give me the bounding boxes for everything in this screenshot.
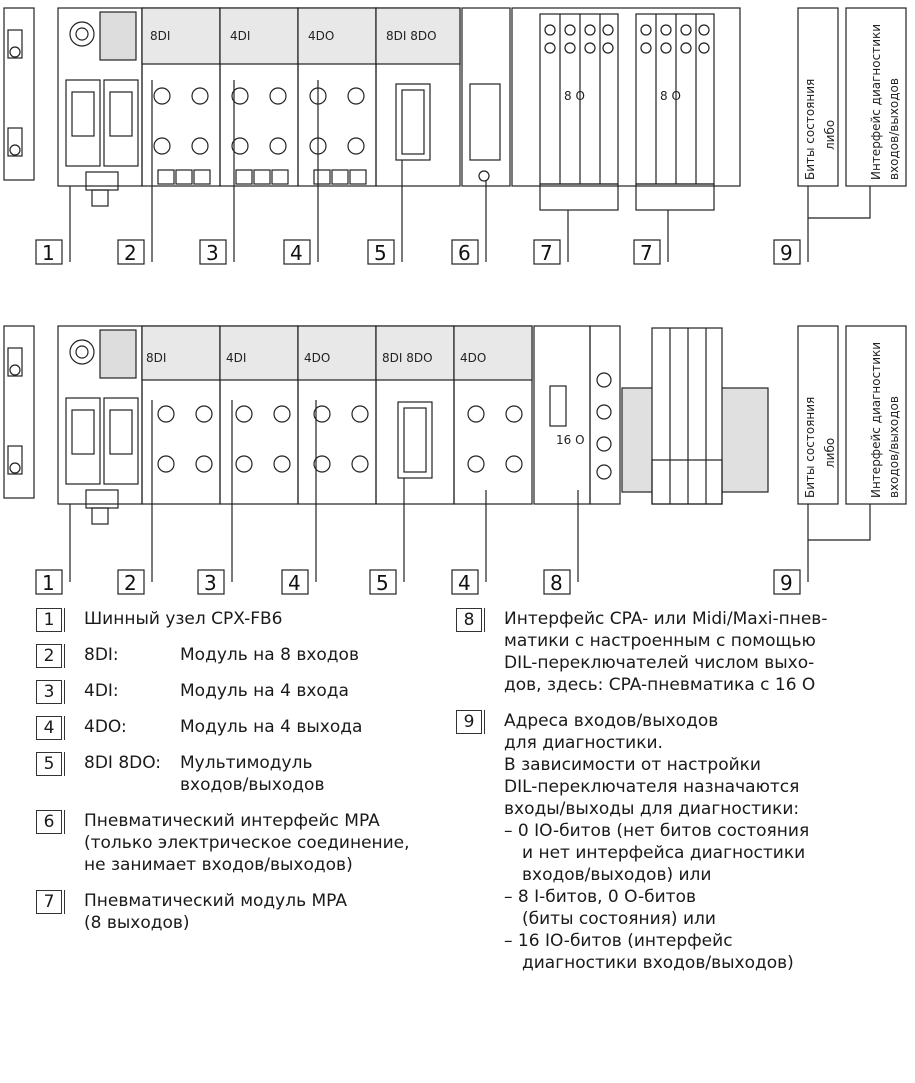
module-diagram: 8DI 4DI 4DO 8DI 8DO 8 O 8 O 8DI 4DI 4DO … (3, 7, 907, 595)
legend-item-7: 7 Пневматический модуль MPA (8 выходов) (36, 890, 446, 934)
legend-text-2: Модуль на 8 входов (180, 645, 359, 665)
top-callout-6: 6 (458, 241, 471, 265)
top-callout-7b: 7 (640, 241, 653, 265)
legend-item-3: 3 4DI: Модуль на 4 входа (36, 680, 446, 704)
cpa-label: 16 O (556, 433, 585, 447)
legend-item-2: 2 8DI: Модуль на 8 входов (36, 644, 446, 668)
legend-num-5: 5 (36, 752, 65, 776)
bottom-callout-4a: 4 (288, 571, 301, 595)
top-callout-2: 2 (124, 241, 137, 265)
legend-item-1: 1 Шинный узел CPX-FB6 (36, 608, 446, 632)
legend-item-8: 8 Интерфейс CPA- или Midi/Maxi-пнев- мат… (456, 608, 906, 696)
bullet-2a: – 8 I-битов, 0 O-битов (504, 887, 696, 907)
legend-item-5: 5 8DI 8DO: Мультимодуль входов/выходов (36, 752, 446, 796)
legend-text-5b: входов/выходов (180, 775, 325, 795)
legend-num-2: 2 (36, 644, 65, 668)
legend-num-4: 4 (36, 716, 65, 740)
top-label-1: 8DI (150, 29, 170, 43)
bottom-callout-1: 1 (42, 571, 55, 595)
top-callout-3: 3 (206, 241, 219, 265)
legend-text-9e: входы/выходы для диагностики: (504, 799, 800, 819)
legend-num-7: 7 (36, 890, 65, 914)
bottom-label-3: 4DO (304, 351, 330, 365)
legend-text-4: Модуль на 4 выхода (180, 717, 363, 737)
legend-text-8a: Интерфейс CPA- или Midi/Maxi-пнев- (504, 609, 828, 629)
bottom-callout-3: 3 (204, 571, 217, 595)
legend-code-5: 8DI 8DO: (84, 753, 162, 773)
bottom-diag-1: Интерфейс диагностики (869, 342, 883, 498)
top-callout-1: 1 (42, 241, 55, 265)
top-callout-4: 4 (290, 241, 303, 265)
legend-text-8b: матики с настроенным с помощью (504, 631, 816, 651)
top-label-3: 4DO (308, 29, 334, 43)
bottom-label-5: 4DO (460, 351, 486, 365)
top-valve-label-b: 8 O (660, 89, 681, 103)
legend-text-6b: (только электрическое соединение, (84, 833, 410, 853)
legend-num-1: 1 (36, 608, 65, 632)
bullet-1a: – 0 IO-битов (нет битов состояния (504, 821, 810, 841)
bullet-2b: (биты состояния) или (522, 909, 716, 929)
bullet-3a: – 16 IO-битов (интерфейс (504, 931, 733, 951)
top-callout-9: 9 (780, 241, 793, 265)
bottom-label-1: 8DI (146, 351, 166, 365)
bottom-assembly (3, 325, 907, 582)
legend-code-3: 4DI: (84, 681, 119, 701)
legend-text-8d: дов, здесь: CPA-пневматика с 16 O (504, 675, 816, 695)
legend-num-6: 6 (36, 810, 65, 834)
top-label-4: 8DI 8DO (386, 29, 437, 43)
legend-text-9c: В зависимости от настройки (504, 755, 761, 775)
top-diag-2: входов/выходов (887, 78, 901, 180)
legend-item-9: 9 Адреса входов/выходов для диагностики.… (456, 710, 906, 974)
legend-left: 1 Шинный узел CPX-FB6 2 8DI: Модуль на 8… (36, 608, 446, 948)
bullet-3: – 16 IO-битов (интерфейс диагностики вхо… (504, 930, 906, 974)
top-callout-5: 5 (374, 241, 387, 265)
bullet-2: – 8 I-битов, 0 O-битов (биты состояния) … (504, 886, 906, 930)
top-callout-7a: 7 (540, 241, 553, 265)
legend-text-9b: для диагностики. (504, 733, 663, 753)
legend-num-3: 3 (36, 680, 65, 704)
bottom-callout-5: 5 (376, 571, 389, 595)
bullet-1: – 0 IO-битов (нет битов состояния и нет … (504, 820, 906, 886)
legend-num-9: 9 (456, 710, 485, 734)
legend-text-8c: DIL-переключателей числом выхо- (504, 653, 815, 673)
bottom-callout-8: 8 (550, 571, 563, 595)
legend-text-1: Шинный узел CPX-FB6 (84, 609, 283, 629)
legend-text-9d: DIL-переключателя назначаются (504, 777, 800, 797)
legend-text-7b: (8 выходов) (84, 913, 190, 933)
top-status-bits: Биты состояния (803, 79, 817, 180)
top-module-4di (219, 7, 299, 187)
bottom-callout-9: 9 (780, 571, 793, 595)
top-label-2: 4DI (230, 29, 250, 43)
top-module-8di8do (375, 7, 461, 187)
legend-text-3: Модуль на 4 входа (180, 681, 349, 701)
bottom-diag-2: входов/выходов (887, 396, 901, 498)
legend-text-9a: Адреса входов/выходов (504, 711, 719, 731)
top-module-4do (297, 7, 377, 187)
bullet-1c: входов/выходов) или (522, 865, 712, 885)
bullet-1b: и нет интерфейса диагностики (522, 843, 806, 863)
legend-text-7a: Пневматический модуль MPA (84, 891, 347, 911)
top-either: либо (823, 120, 837, 150)
legend-code-2: 8DI: (84, 645, 119, 665)
legend-text-5a: Мультимодуль (180, 753, 313, 773)
bottom-callout-2: 2 (124, 571, 137, 595)
bullet-3b: диагностики входов/выходов) (522, 953, 794, 973)
bottom-either: либо (823, 438, 837, 468)
bottom-callout-4b: 4 (458, 571, 471, 595)
legend-num-8: 8 (456, 608, 485, 632)
bottom-status-bits: Биты состояния (803, 397, 817, 498)
legend-code-4: 4DO: (84, 717, 127, 737)
top-assembly (3, 7, 907, 262)
top-diag-1: Интерфейс диагностики (869, 24, 883, 180)
top-mpa-valves (511, 7, 741, 211)
legend-right: 8 Интерфейс CPA- или Midi/Maxi-пнев- мат… (456, 608, 906, 988)
legend-item-6: 6 Пневматический интерфейс MPA (только э… (36, 810, 446, 876)
top-valve-label-a: 8 O (564, 89, 585, 103)
legend-text-6a: Пневматический интерфейс MPA (84, 811, 380, 831)
legend-text-6c: не занимает входов/выходов) (84, 855, 353, 875)
bottom-label-4: 8DI 8DO (382, 351, 433, 365)
legend-item-4: 4 4DO: Модуль на 4 выхода (36, 716, 446, 740)
bottom-label-2: 4DI (226, 351, 246, 365)
